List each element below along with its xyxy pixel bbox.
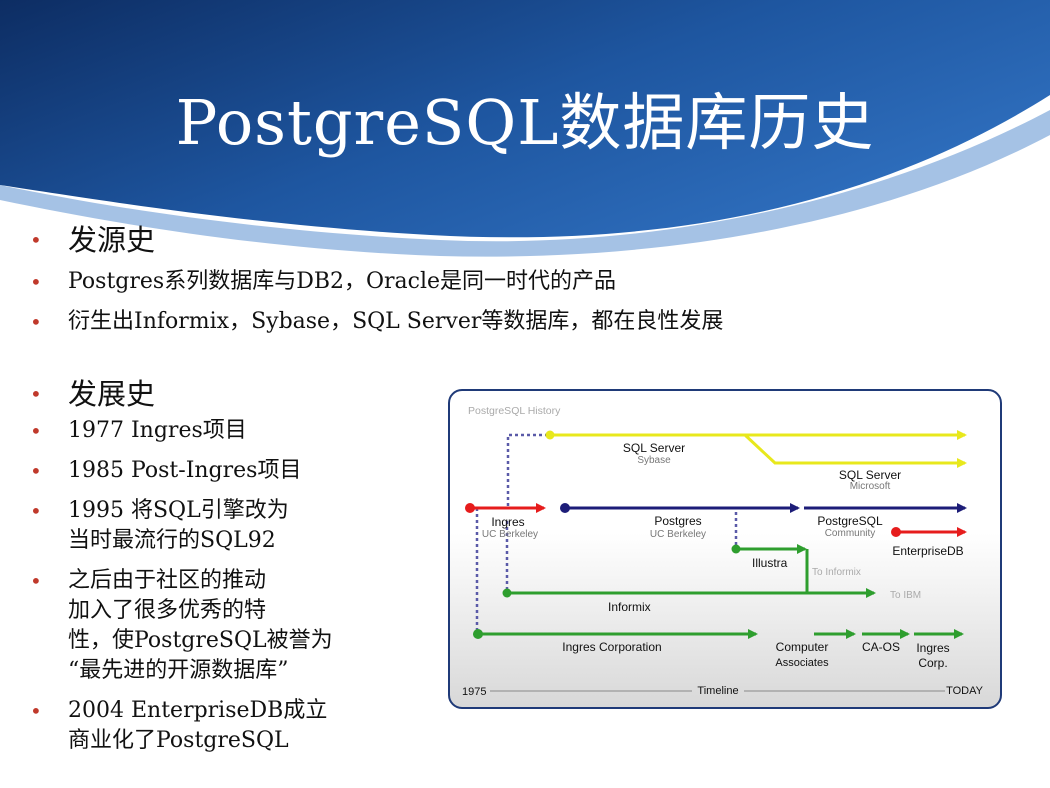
bullet-dev-1995: 1995 将SQL引擎改为 当时最流行的SQL92 xyxy=(30,496,410,556)
enterprisedb-start-dot xyxy=(891,527,901,537)
illustra-start-dot xyxy=(731,544,741,554)
label-ingres-2: Ingres xyxy=(916,641,949,655)
label-sql-server-ms: SQL Server xyxy=(839,468,901,482)
microsoft-sql-server-line xyxy=(743,433,967,468)
ingres-corporation-start-dot xyxy=(473,629,483,639)
bullet-dev-1985: 1985 Post-Ingres项目 xyxy=(30,456,410,486)
label-computer: Computer xyxy=(776,640,829,654)
label-uc-berkeley-1: UC Berkeley xyxy=(482,529,538,540)
informix-start-dot xyxy=(502,588,512,598)
label-informix: Informix xyxy=(608,600,651,614)
label-postgres: Postgres xyxy=(654,514,701,528)
history-diagram-panel: PostgreSQL History SQL xyxy=(448,389,1002,709)
timeline-middle-label: Timeline xyxy=(697,685,738,697)
bullet-origin-heading: 发源史 xyxy=(30,218,723,262)
sybase-start-dot xyxy=(545,430,555,440)
label-uc-berkeley-2: UC Berkeley xyxy=(650,529,706,540)
label-sybase: Sybase xyxy=(637,455,671,466)
origin-bullet-list: 发源史 Postgres系列数据库与DB2，Oracle是同一时代的产品 衍生出… xyxy=(30,218,723,342)
label-associates: Associates xyxy=(775,657,829,669)
label-corp: Corp. xyxy=(918,656,947,670)
label-ingres: Ingres xyxy=(491,515,524,529)
label-illustra: Illustra xyxy=(752,556,788,570)
slide-title: PostgreSQL数据库历史 xyxy=(175,86,875,159)
connector-sybase-dotted xyxy=(506,433,548,506)
ingres-start-dot xyxy=(465,503,475,513)
timeline-end-label: TODAY xyxy=(946,685,984,697)
diagram-heading: PostgreSQL History xyxy=(468,405,561,417)
bullet-origin-1: Postgres系列数据库与DB2，Oracle是同一时代的产品 xyxy=(30,262,723,302)
bullet-dev-2004: 2004 EnterpriseDB成立 商业化了PostgreSQL xyxy=(30,696,410,756)
bullet-dev-community: 之后由于社区的推动 加入了很多优秀的特 性，使PostgreSQL被誉为 “最先… xyxy=(30,566,410,686)
label-enterprisedb: EnterpriseDB xyxy=(892,544,963,558)
development-bullet-list: 发展史 1977 Ingres项目 1985 Post-Ingres项目 199… xyxy=(30,376,410,766)
postgres-start-dot xyxy=(560,503,570,513)
bullet-origin-2: 衍生出Informix，Sybase，SQL Server等数据库，都在良性发展 xyxy=(30,302,723,342)
label-ca-os: CA-OS xyxy=(862,640,900,654)
label-to-ibm: To IBM xyxy=(890,590,921,601)
label-sql-server-sybase: SQL Server xyxy=(623,441,685,455)
history-diagram: PostgreSQL History SQL xyxy=(462,405,984,698)
bullet-dev-heading: 发展史 xyxy=(30,376,410,412)
bullet-dev-1977: 1977 Ingres项目 xyxy=(30,416,410,446)
label-postgresql: PostgreSQL xyxy=(817,514,883,528)
label-to-informix: To Informix xyxy=(812,567,861,578)
timeline-start-label: 1975 xyxy=(462,686,486,698)
header-background xyxy=(0,0,1050,257)
label-community: Community xyxy=(825,528,876,539)
label-microsoft: Microsoft xyxy=(850,481,891,492)
label-ingres-corporation: Ingres Corporation xyxy=(562,640,661,654)
